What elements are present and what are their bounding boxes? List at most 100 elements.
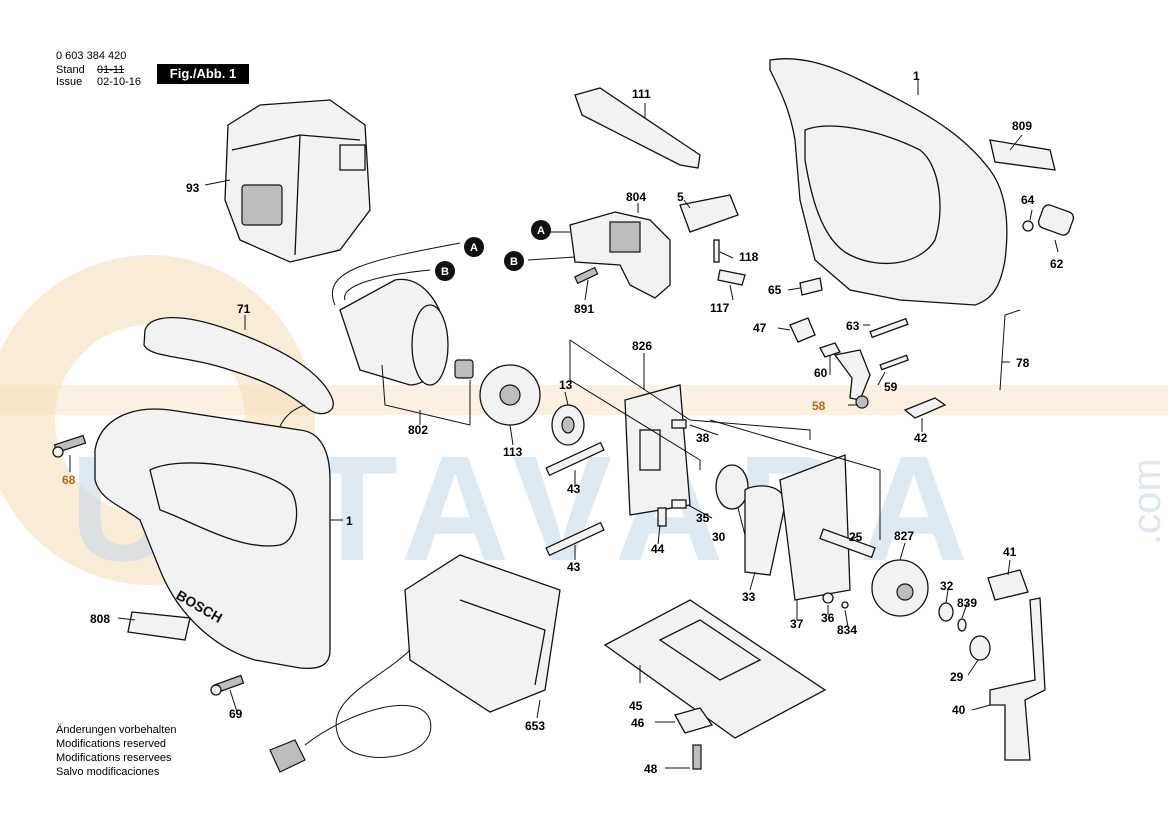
pin-44 bbox=[657, 507, 667, 527]
label-45: 45 bbox=[629, 699, 643, 713]
rod-43-upper bbox=[545, 441, 605, 477]
motor bbox=[331, 242, 474, 386]
connector-b-right: B bbox=[504, 251, 524, 271]
shaft-25 bbox=[819, 528, 876, 559]
main-housing-right bbox=[769, 58, 1008, 306]
label-78: 78 bbox=[1016, 356, 1030, 370]
bearing-13 bbox=[551, 404, 585, 446]
issue-label: Issue bbox=[56, 76, 83, 88]
label-68: 68 bbox=[62, 473, 76, 487]
gear-827 bbox=[871, 559, 929, 617]
label-48: 48 bbox=[644, 762, 658, 776]
label-58: 58 bbox=[812, 399, 826, 413]
watermark-circle bbox=[0, 255, 315, 585]
lever-58 bbox=[833, 349, 871, 409]
pin-63 bbox=[869, 317, 909, 339]
label-111: 111 bbox=[632, 87, 651, 101]
label-25: 25 bbox=[849, 530, 863, 544]
stand-value: 01-11 bbox=[97, 64, 125, 76]
label-5: 5 bbox=[677, 190, 684, 204]
note-de: Änderungen vorbehalten bbox=[56, 724, 177, 736]
connector-b-left: B bbox=[435, 261, 455, 281]
connector-b-left-label: B bbox=[441, 266, 449, 278]
connector-a-left-label: A bbox=[470, 242, 478, 254]
clip-839 bbox=[957, 618, 967, 632]
switch-assembly bbox=[527, 211, 671, 299]
label-69: 69 bbox=[229, 707, 243, 721]
label-1-housing: 1 bbox=[913, 69, 920, 83]
connector-a-right-label: A bbox=[537, 225, 545, 237]
screw-68 bbox=[52, 434, 87, 458]
label-47: 47 bbox=[753, 321, 767, 335]
screw-891 bbox=[573, 266, 599, 285]
washer-30 bbox=[715, 464, 749, 510]
part-834 bbox=[841, 601, 849, 609]
bracket-33 bbox=[744, 485, 786, 576]
label-32: 32 bbox=[940, 579, 954, 593]
label-36: 36 bbox=[821, 611, 835, 625]
clamp-46 bbox=[674, 707, 714, 734]
label-117: 117 bbox=[710, 301, 730, 315]
label-43-upper: 43 bbox=[567, 482, 581, 496]
label-64: 64 bbox=[1021, 193, 1035, 207]
roller-29 bbox=[969, 635, 991, 661]
pin-59 bbox=[879, 354, 910, 371]
screw-48 bbox=[692, 744, 702, 770]
label-1-shell: 1 bbox=[346, 514, 353, 528]
label-118: 118 bbox=[739, 250, 759, 264]
part-36 bbox=[822, 592, 834, 604]
part-42 bbox=[903, 397, 947, 419]
label-46: 46 bbox=[631, 716, 645, 730]
block-41 bbox=[987, 569, 1029, 601]
label-65: 65 bbox=[768, 283, 782, 297]
figure-label: Fig./Abb. 1 bbox=[157, 64, 249, 84]
part-5 bbox=[679, 194, 739, 233]
note-fr: Modifications reservees bbox=[56, 752, 172, 764]
label-891: 891 bbox=[574, 302, 594, 316]
label-40: 40 bbox=[952, 703, 966, 717]
watermark-suffix: .com bbox=[1125, 458, 1168, 545]
label-37: 37 bbox=[790, 617, 804, 631]
label-41: 41 bbox=[1003, 545, 1017, 559]
rod-43-lower bbox=[545, 521, 605, 557]
label-71: 71 bbox=[237, 302, 251, 316]
charger-653 bbox=[269, 554, 561, 773]
screw-69 bbox=[210, 674, 245, 696]
label-802: 802 bbox=[408, 423, 428, 437]
watermark-band bbox=[0, 385, 1168, 415]
frame-slot bbox=[639, 429, 661, 471]
label-804: 804 bbox=[626, 190, 646, 204]
label-44: 44 bbox=[651, 542, 665, 556]
lever-111 bbox=[574, 87, 701, 169]
washer-32 bbox=[938, 602, 954, 622]
issue-value: 02-10-16 bbox=[97, 76, 142, 88]
label-60: 60 bbox=[814, 366, 828, 380]
label-826: 826 bbox=[632, 339, 652, 353]
part-117 bbox=[717, 269, 746, 286]
label-839: 839 bbox=[957, 596, 977, 610]
label-808: 808 bbox=[90, 612, 110, 626]
label-plate bbox=[127, 611, 191, 641]
label-59: 59 bbox=[884, 380, 898, 394]
label-653: 653 bbox=[525, 719, 545, 733]
clip-60 bbox=[819, 342, 841, 358]
label-113: 113 bbox=[503, 445, 523, 459]
knob-62 bbox=[1022, 204, 1075, 236]
part-35 bbox=[671, 499, 687, 509]
note-es: Salvo modificaciones bbox=[56, 766, 160, 778]
note-en: Modifications reserved bbox=[56, 738, 167, 750]
part-number: 0 603 384 420 bbox=[56, 50, 127, 62]
connector-a-right: A bbox=[531, 220, 551, 240]
label-809: 809 bbox=[1012, 119, 1032, 133]
wire-78 bbox=[999, 309, 1021, 391]
label-93: 93 bbox=[186, 181, 200, 195]
label-809 bbox=[989, 139, 1056, 171]
connector-b-right-label: B bbox=[510, 256, 518, 268]
label-43-lower: 43 bbox=[567, 560, 581, 574]
plunger-plate-37 bbox=[779, 454, 851, 601]
label-29: 29 bbox=[950, 670, 964, 684]
label-42: 42 bbox=[914, 431, 928, 445]
label-62: 62 bbox=[1050, 257, 1064, 271]
label-38: 38 bbox=[696, 431, 710, 445]
